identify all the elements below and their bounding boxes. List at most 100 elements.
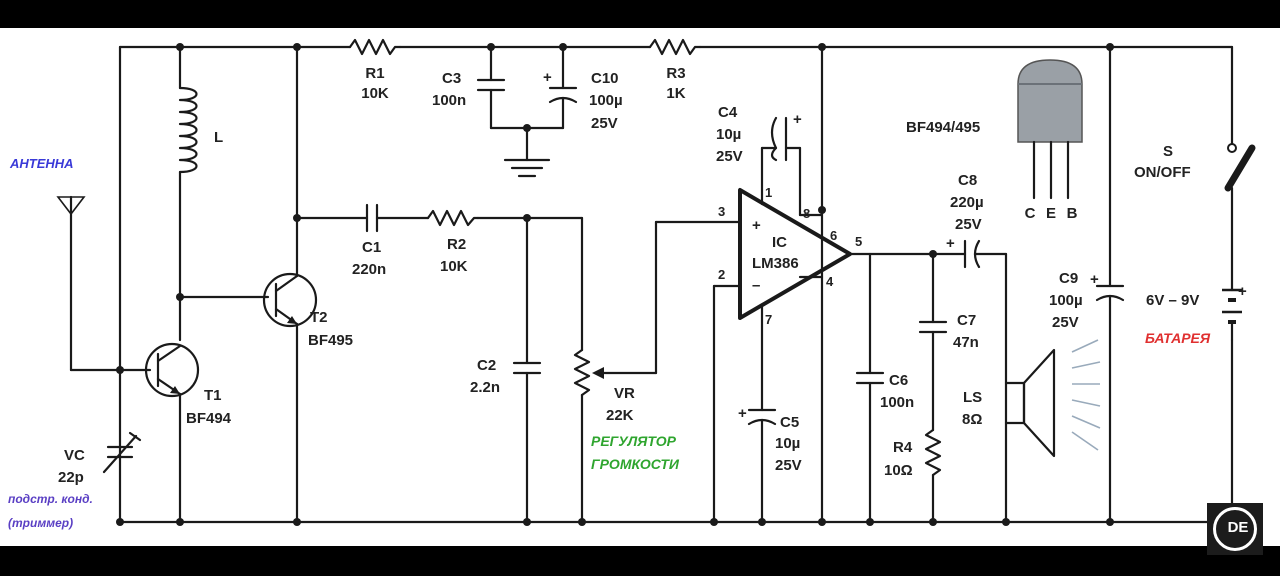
ic-pin-8: 8	[803, 206, 810, 221]
ic-pin-3: 3	[718, 204, 725, 219]
ic-pin-4: 4	[826, 274, 834, 289]
ls-value: 8Ω	[962, 411, 982, 428]
inductor-l: L	[178, 45, 223, 342]
resistor-r4: R4 10Ω	[884, 428, 942, 524]
ic-pin-1: 1	[765, 185, 772, 200]
pinout-e: E	[1046, 205, 1056, 222]
vc-value: 22p	[58, 469, 84, 486]
c5-voltage: 25V	[775, 457, 802, 474]
capacitor-c4: + C4 10µ 25V	[716, 104, 802, 165]
capacitor-c6: C6 100n	[855, 252, 914, 524]
c3-value: 100n	[432, 92, 466, 109]
c4-value: 10µ	[716, 126, 741, 143]
r1-ref: R1	[365, 65, 384, 82]
c9-value: 100µ	[1049, 292, 1083, 309]
logo-text: DE	[1227, 519, 1249, 536]
c7-ref: C7	[957, 312, 976, 329]
resistor-r2: R2 10K	[426, 209, 584, 275]
ic-pin-5: 5	[855, 234, 862, 249]
speaker-ls: LS 8Ω	[962, 339, 1101, 524]
c6-ref: C6	[889, 372, 908, 389]
c4-ref: C4	[718, 104, 738, 121]
trimmer-vc: VC 22p подстр. конд. (триммер)	[8, 431, 142, 530]
c4-polarity: +	[793, 111, 802, 128]
transistor-t2: T2 BF495	[178, 45, 353, 524]
antenna-label: АНТЕННА	[9, 156, 74, 171]
pinout-b: B	[1067, 205, 1078, 222]
junction-dots	[116, 43, 1114, 526]
top-rail	[118, 45, 1234, 150]
r2-value: 10K	[440, 258, 468, 275]
volume-note-1: РЕГУЛЯТОР	[591, 433, 677, 449]
ground-symbol	[489, 126, 565, 178]
trimmer-note-1: подстр. конд.	[8, 492, 93, 506]
c9-polarity: +	[1090, 271, 1099, 288]
c1-ref: C1	[362, 239, 381, 256]
vr-value: 22K	[606, 407, 634, 424]
r1-value: 10K	[361, 85, 389, 102]
capacitor-c1: C1 220n	[295, 203, 430, 278]
capacitor-c5: + C5 10µ 25V	[738, 405, 802, 524]
switch-desc: ON/OFF	[1134, 164, 1191, 181]
c7-value: 47n	[953, 334, 979, 351]
battery: + 6V – 9V БАТАРЕЯ	[1145, 283, 1247, 346]
t2-part: BF495	[308, 332, 353, 349]
t1-part: BF494	[186, 410, 232, 427]
pinout-title: BF494/495	[906, 119, 980, 136]
c6-value: 100n	[880, 394, 914, 411]
potentiometer-vr: VR 22K РЕГУЛЯТОР ГРОМКОСТИ	[573, 216, 680, 524]
ic-ref: IC	[772, 234, 787, 251]
battery-plus: +	[1238, 283, 1247, 300]
pinout-c: C	[1025, 205, 1036, 222]
c10-voltage: 25V	[591, 115, 618, 132]
ic-minus: –	[752, 277, 760, 294]
t2-ref: T2	[310, 309, 328, 326]
c8-value: 220µ	[950, 194, 984, 211]
ic-lm386: 3 2 1 8 6 5 4 7 + – IC LM386	[654, 45, 862, 524]
c8-ref: C8	[958, 172, 977, 189]
c4-voltage: 25V	[716, 148, 743, 165]
c10-polarity: +	[543, 69, 552, 86]
c9-voltage: 25V	[1052, 314, 1079, 331]
l-ref: L	[214, 129, 223, 146]
vr-ref: VR	[614, 385, 635, 402]
capacitor-c9: + C9 100µ 25V	[1049, 45, 1125, 524]
resistor-r1: R1 10K	[348, 38, 402, 102]
battery-label: БАТАРЕЯ	[1145, 330, 1211, 346]
ls-ref: LS	[963, 389, 982, 406]
ic-pin-2: 2	[718, 267, 725, 282]
resistor-r3: R3 1K	[648, 38, 702, 102]
switch-ref: S	[1163, 143, 1173, 160]
r4-value: 10Ω	[884, 462, 913, 479]
c10-value: 100µ	[589, 92, 623, 109]
ic-pin-7: 7	[765, 312, 772, 327]
battery-value: 6V – 9V	[1146, 292, 1199, 309]
switch-s: S ON/OFF	[1134, 143, 1256, 292]
trimmer-note-2: (триммер)	[8, 516, 73, 530]
bottom-rail	[118, 338, 1234, 524]
ic-pin-6: 6	[830, 228, 837, 243]
c1-value: 220n	[352, 261, 386, 278]
c5-value: 10µ	[775, 435, 800, 452]
c8-polarity: +	[946, 235, 955, 252]
c2-value: 2.2n	[470, 379, 500, 396]
c8-voltage: 25V	[955, 216, 982, 233]
t1-ref: T1	[204, 387, 222, 404]
channel-logo: DE	[1207, 503, 1263, 555]
transistor-t1: T1 BF494	[144, 342, 232, 524]
capacitor-c7: C7 47n	[918, 252, 979, 432]
c10-ref: C10	[591, 70, 619, 87]
c2-ref: C2	[477, 357, 496, 374]
c5-polarity: +	[738, 405, 747, 422]
r4-ref: R4	[893, 439, 913, 456]
ic-plus: +	[752, 217, 761, 234]
volume-note-2: ГРОМКОСТИ	[591, 456, 680, 472]
ic-part: LM386	[752, 255, 799, 272]
logo-ring: DE	[1213, 507, 1257, 551]
r3-value: 1K	[666, 85, 685, 102]
capacitor-c10: + C10 100µ 25V	[543, 45, 623, 132]
c3-ref: C3	[442, 70, 461, 87]
antenna: АНТЕННА	[9, 156, 152, 372]
capacitor-c2: C2 2.2n	[470, 216, 542, 524]
